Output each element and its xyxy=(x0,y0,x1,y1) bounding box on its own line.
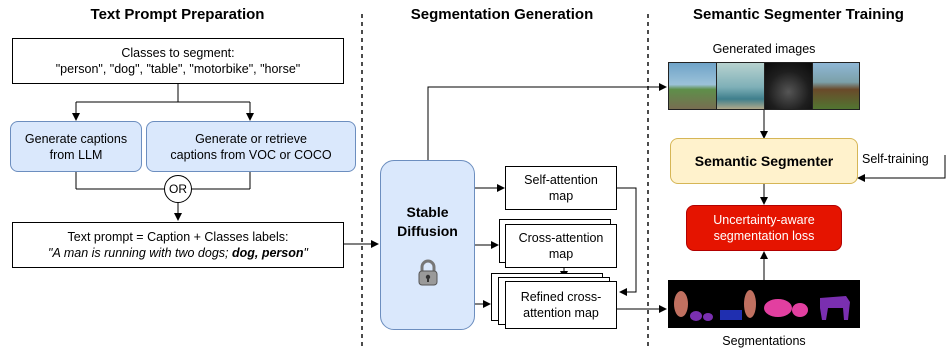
text-prompt-example: "A man is running with two dogs; dog, pe… xyxy=(48,245,308,261)
refined-line2: attention map xyxy=(523,306,599,320)
uncertainty-loss-box: Uncertainty-aware segmentation loss xyxy=(686,205,842,251)
section-title-prep: Text Prompt Preparation xyxy=(90,6,265,23)
voc-captions-line1: Generate or retrieve xyxy=(195,131,307,146)
generated-image-runner xyxy=(669,63,717,109)
self-attention-line2: map xyxy=(548,189,574,203)
section-title-training: Semantic Segmenter Training xyxy=(693,6,904,23)
classes-box: Classes to segment: "person", "dog", "ta… xyxy=(12,38,344,84)
llm-captions-box: Generate captions from LLM xyxy=(10,121,142,172)
or-circle: OR xyxy=(164,175,192,203)
classes-list: "person", "dog", "table", "motorbike", "… xyxy=(55,62,301,76)
classes-heading: Classes to segment: xyxy=(121,46,235,60)
refined-cross-attention-map-box: Refined cross- attention map xyxy=(505,281,617,329)
loss-line2: segmentation loss xyxy=(713,229,815,243)
section-title-generation: Segmentation Generation xyxy=(410,6,594,23)
self-training-label: Self-training xyxy=(862,152,929,166)
self-attention-map-box: Self-attention map xyxy=(505,166,617,210)
generated-image-table xyxy=(717,63,765,109)
generated-image-horse xyxy=(813,63,859,109)
voc-captions-line2: captions from VOC or COCO xyxy=(170,147,332,162)
segmentations-strip xyxy=(668,280,860,328)
cross-attention-line2: map xyxy=(548,247,574,261)
text-prompt-box: Text prompt = Caption + Classes labels: … xyxy=(12,222,344,268)
generated-images-label: Generated images xyxy=(712,42,816,56)
semantic-segmenter-box: Semantic Segmenter xyxy=(670,138,858,184)
stable-diffusion-line2: Diffusion xyxy=(397,223,458,239)
lock-icon xyxy=(418,259,437,286)
cross-attention-map-box: Cross-attention map xyxy=(505,224,617,268)
semantic-segmenter-label: Semantic Segmenter xyxy=(694,153,834,169)
self-attention-line1: Self-attention xyxy=(524,173,598,187)
cross-attention-line1: Cross-attention xyxy=(518,231,604,245)
stable-diffusion-line1: Stable xyxy=(406,204,449,220)
segmentation-masks xyxy=(674,290,850,321)
segmentations-label: Segmentations xyxy=(722,334,806,348)
text-prompt-formula: Text prompt = Caption + Classes labels: xyxy=(67,230,289,244)
or-label: OR xyxy=(169,182,187,196)
prompt-caption: "A man is running with two dogs; xyxy=(48,246,232,260)
prompt-quote-end: " xyxy=(303,246,308,260)
stable-diffusion-box: Stable Diffusion xyxy=(380,160,475,330)
prompt-labels: dog, person xyxy=(231,246,304,260)
voc-coco-captions-box: Generate or retrieve captions from VOC o… xyxy=(146,121,356,172)
generated-image-motorbike xyxy=(765,63,813,109)
generated-images-strip xyxy=(668,62,860,110)
refined-line1: Refined cross- xyxy=(520,290,602,304)
llm-captions-line1: Generate captions xyxy=(24,131,128,146)
loss-line1: Uncertainty-aware xyxy=(713,213,815,227)
llm-captions-line2: from LLM xyxy=(49,147,103,162)
